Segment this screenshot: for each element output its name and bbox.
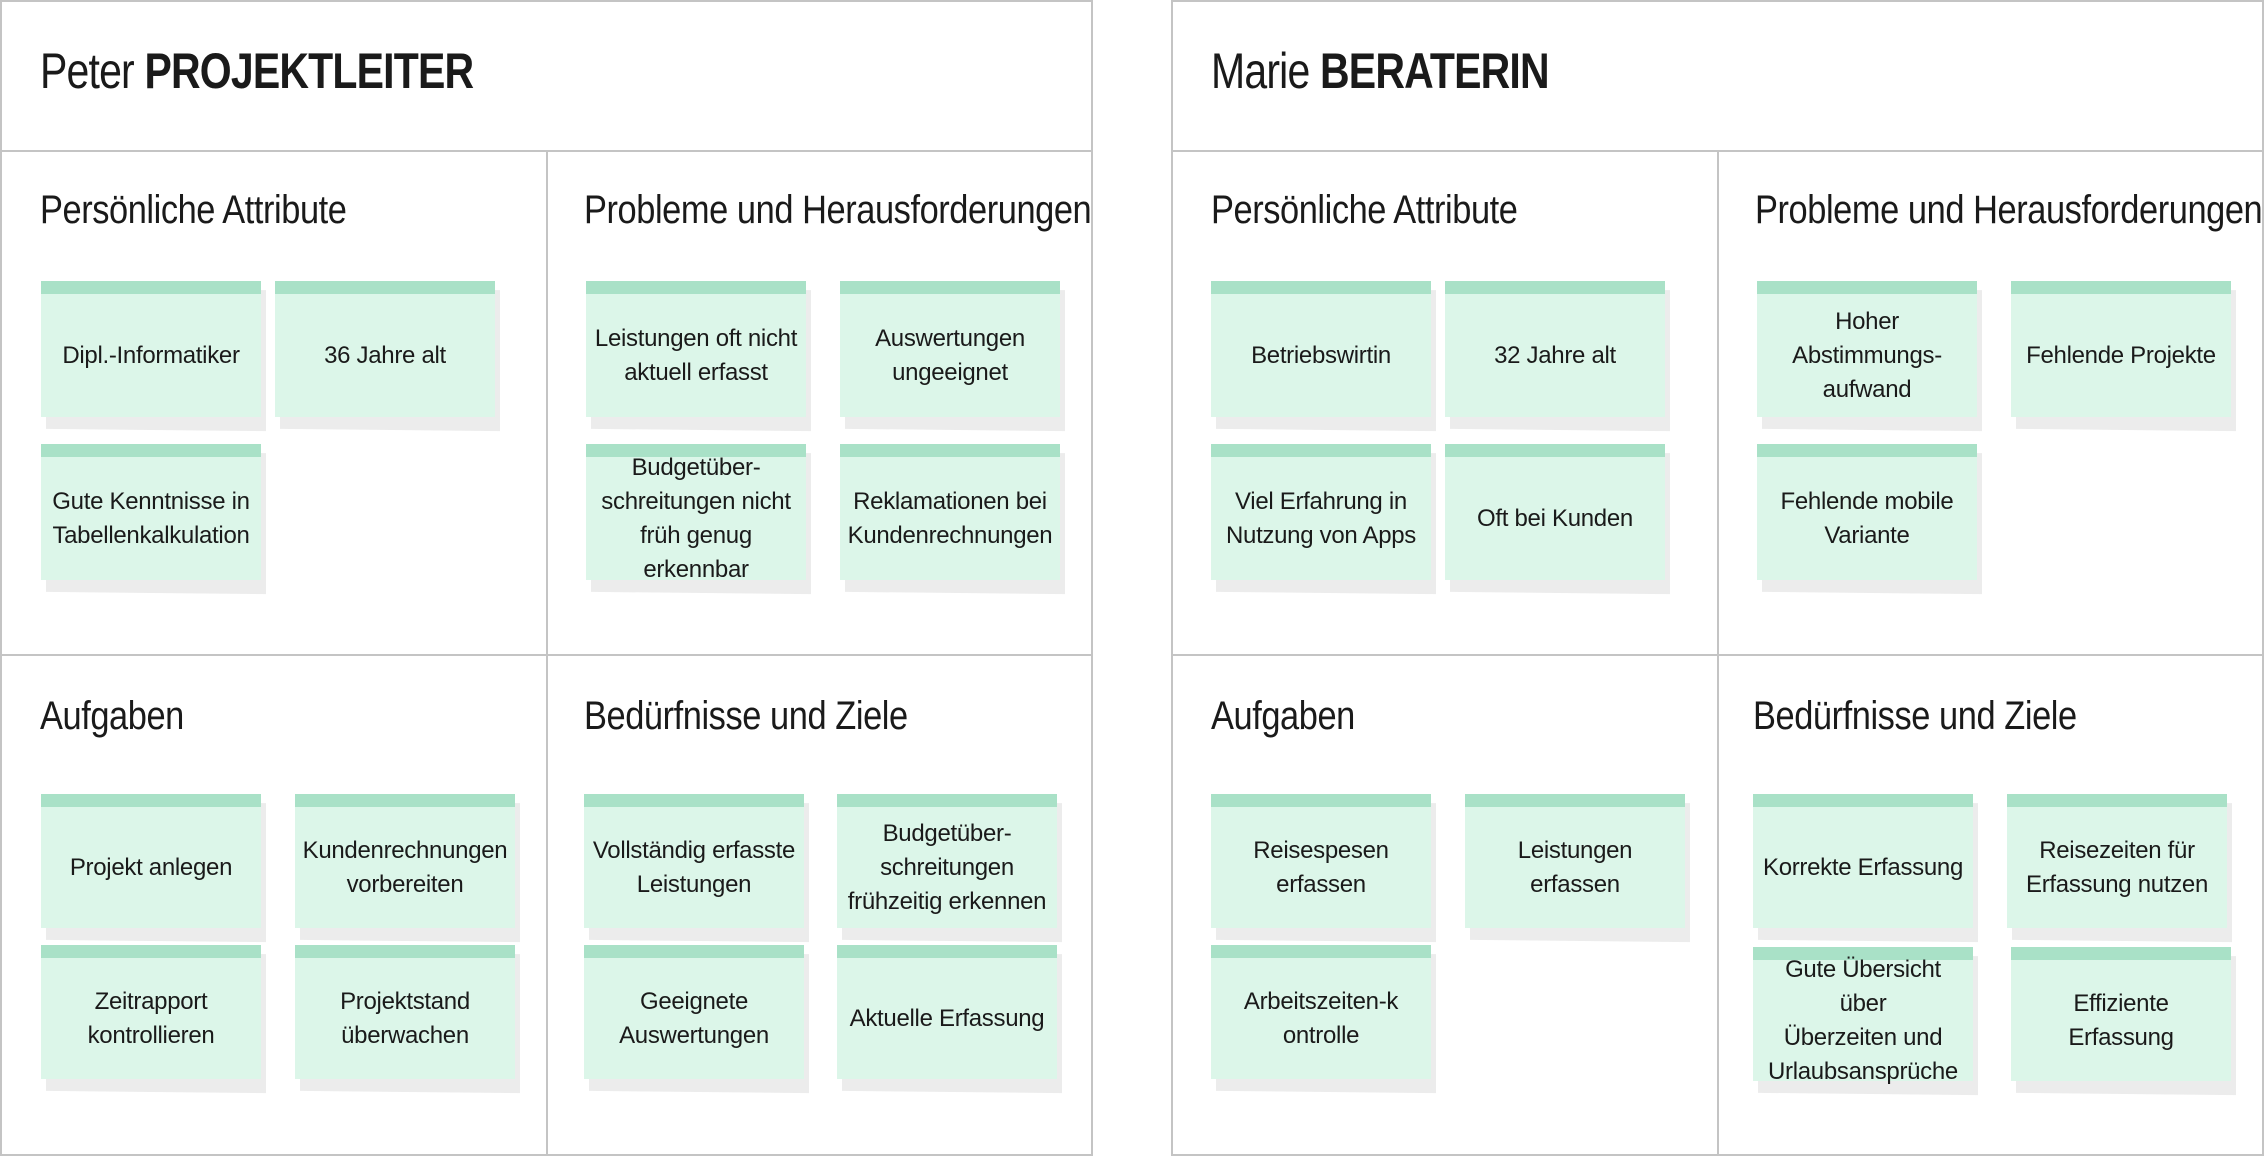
persona-first-name: Marie bbox=[1211, 43, 1310, 99]
section-title: Aufgaben bbox=[1211, 694, 1355, 738]
sticky-note-text: Fehlende Projekte bbox=[2026, 341, 2216, 369]
sticky-note-text: Zeitrapport kontrollieren bbox=[87, 987, 215, 1049]
sticky-note-text: Geeignete Auswertungen bbox=[619, 987, 769, 1049]
sticky-note-text: Fehlende mobile Variante bbox=[1780, 487, 1954, 549]
sticky-note-text: Vollständig erfasste Leistungen bbox=[592, 836, 796, 898]
persona-header: Peter PROJEKTLEITER bbox=[2, 2, 1091, 152]
sticky-note-text: Viel Erfahrung in Nutzung von Apps bbox=[1225, 487, 1416, 549]
section-title: Persönliche Attribute bbox=[1211, 188, 1518, 232]
sticky-note-text: Projekt anlegen bbox=[69, 853, 233, 881]
horizontal-divider bbox=[1173, 654, 2262, 656]
section-title: Persönliche Attribute bbox=[40, 188, 347, 232]
persona-role: BERATERIN bbox=[1320, 43, 1550, 99]
sticky-note-text: Betriebswirtin bbox=[1251, 341, 1391, 369]
sticky-note-text: Aktuelle Erfassung bbox=[849, 1004, 1045, 1032]
sticky-note-text: Effiziente Erfassung bbox=[2068, 989, 2174, 1051]
horizontal-divider bbox=[2, 654, 1091, 656]
vertical-divider bbox=[546, 152, 548, 1154]
sticky-note-text: 36 Jahre alt bbox=[324, 341, 446, 369]
persona-name: Peter PROJEKTLEITER bbox=[40, 42, 474, 100]
sticky-note-text: Gute Kenntnisse in Tabellenkalkulation bbox=[52, 487, 250, 549]
sticky-note-text: Korrekte Erfassung bbox=[1762, 853, 1964, 881]
section-title: Bedürfnisse und Ziele bbox=[584, 694, 908, 738]
sticky-note-text: Reklamationen bei Kundenrechnungen bbox=[847, 487, 1053, 549]
sticky-note-text: Kundenrechnungen vorbereiten bbox=[302, 836, 508, 898]
sticky-note-text: Auswertungen ungeeignet bbox=[875, 324, 1025, 386]
sticky-note-text: Arbeitszeiten-k ontrolle bbox=[1243, 987, 1399, 1049]
sticky-note-text: Projektstand überwachen bbox=[340, 987, 470, 1049]
sticky-note-text: 32 Jahre alt bbox=[1494, 341, 1616, 369]
sticky-note-text: Leistungen erfassen bbox=[1517, 836, 1633, 898]
section-title: Aufgaben bbox=[40, 694, 184, 738]
persona-role: PROJEKTLEITER bbox=[144, 43, 474, 99]
sticky-note-text: Budgetüber- schreitungen frühzeitig erke… bbox=[847, 819, 1047, 915]
sticky-note-text: Dipl.-Informatiker bbox=[62, 341, 240, 369]
persona-board-peter: Peter PROJEKTLEITER Persönliche Attribut… bbox=[0, 0, 1093, 1156]
sticky-note-text: Gute Übersicht über Überzeiten und Urlau… bbox=[1768, 955, 1958, 1085]
section-title: Probleme und Herausforderungen bbox=[1755, 188, 2263, 232]
sticky-note-text: Budgetüber- schreitungen nicht früh genu… bbox=[601, 453, 791, 583]
sticky-note-text: Leistungen oft nicht aktuell erfasst bbox=[594, 324, 798, 386]
sticky-note-text: Hoher Abstimmungs- aufwand bbox=[1792, 307, 1942, 403]
section-title: Probleme und Herausforderungen bbox=[584, 188, 1092, 232]
sticky-note-text: Reisezeiten für Erfassung nutzen bbox=[2026, 836, 2208, 898]
section-title: Bedürfnisse und Ziele bbox=[1753, 694, 2077, 738]
vertical-divider bbox=[1717, 152, 1719, 1154]
persona-board-marie: Marie BERATERIN Persönliche Attribute Be… bbox=[1171, 0, 2264, 1156]
persona-header: Marie BERATERIN bbox=[1173, 2, 2262, 152]
sticky-note-text: Reisespesen erfassen bbox=[1253, 836, 1389, 898]
persona-name: Marie BERATERIN bbox=[1211, 42, 1550, 100]
sticky-note-text: Oft bei Kunden bbox=[1477, 504, 1633, 532]
persona-first-name: Peter bbox=[40, 43, 135, 99]
